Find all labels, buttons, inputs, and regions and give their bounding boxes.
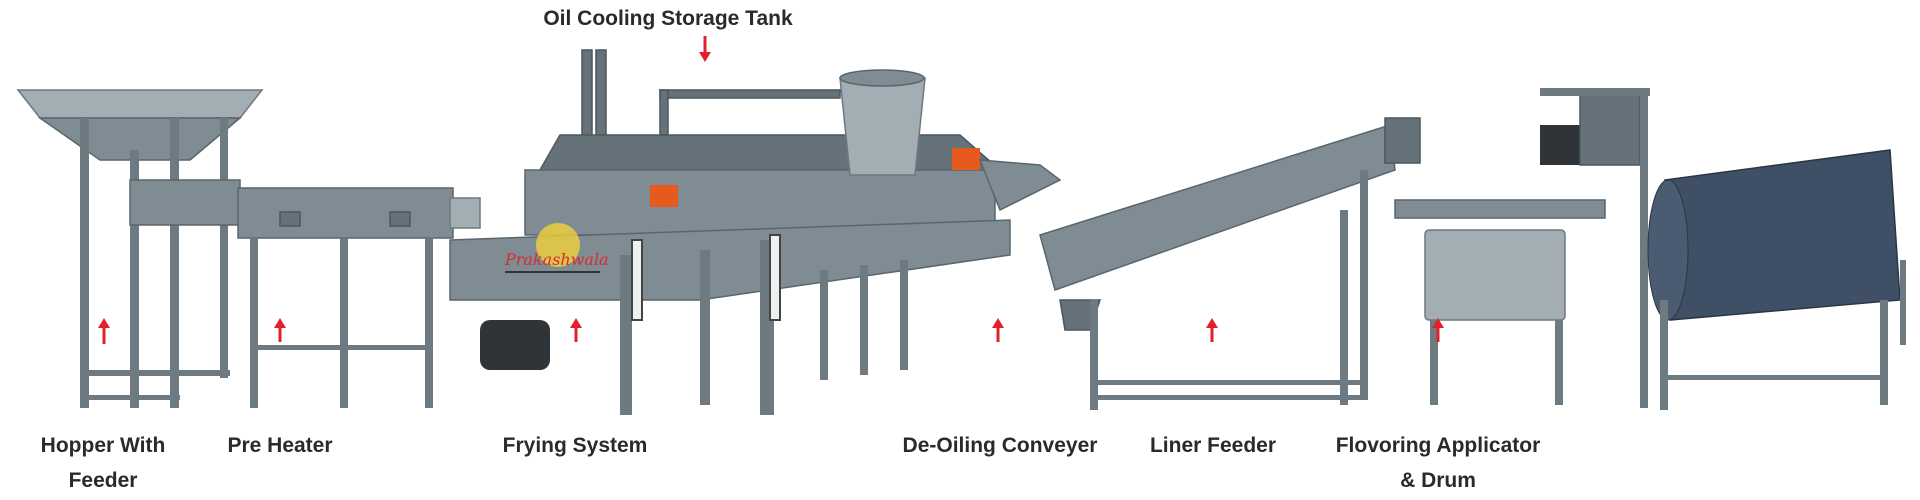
arrow-pre-heater	[274, 318, 286, 342]
liner-feeder-machine	[1394, 88, 1650, 408]
arrow-hopper	[98, 318, 110, 344]
label-pre-heater: Pre Heater	[227, 434, 332, 457]
label-de-oiling-conveyer: De-Oiling Conveyer	[903, 434, 1098, 457]
arrow-oil-cooling-tank	[699, 36, 711, 62]
label-frying-system: Frying System	[503, 434, 648, 457]
label-flavoring-line2: & Drum	[1400, 469, 1476, 492]
pre-heater-machine	[237, 187, 481, 408]
svg-text:Prakashwala: Prakashwala	[504, 250, 609, 269]
label-flavoring-line1: Flovoring Applicator	[1336, 434, 1541, 457]
label-hopper-line1: Hopper With	[41, 434, 166, 457]
label-oil-cooling-tank: Oil Cooling Storage Tank	[543, 7, 793, 30]
arrow-frying-system	[570, 318, 582, 342]
label-liner-feeder: Liner Feeder	[1150, 434, 1276, 457]
label-hopper-line2: Feeder	[69, 469, 138, 492]
flavoring-drum-machine	[1647, 149, 1906, 410]
arrow-flavoring	[1432, 318, 1444, 342]
hopper-with-feeder-machine	[16, 89, 264, 408]
arrow-liner-feeder	[1206, 318, 1218, 342]
brand-logo: Prakashwala	[504, 223, 609, 273]
de-oiling-conveyer-machine	[1039, 117, 1421, 410]
frying-system-machine: Prakashwala	[449, 49, 1062, 415]
arrow-de-oiling	[992, 318, 1004, 342]
